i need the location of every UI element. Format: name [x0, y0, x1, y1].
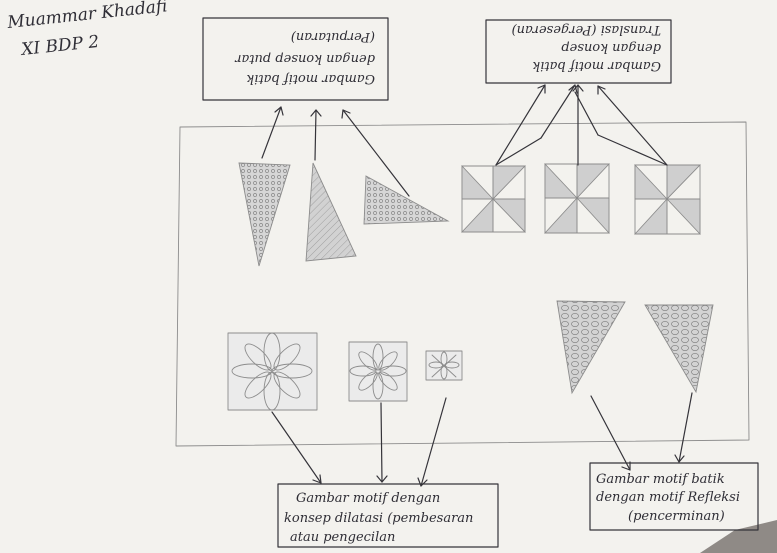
reflection-arrows — [590, 392, 693, 471]
rotation-triangle-3 — [363, 175, 450, 225]
dilation-caption-line-2: konsep dilatasi (pembesaran — [284, 511, 473, 526]
dilation-square-large — [227, 332, 318, 411]
rotation-arrows — [261, 106, 410, 197]
translation-caption-line-2: dengan konsep — [561, 40, 661, 55]
rotation-caption-line-2: dengan konsep putar — [234, 51, 375, 66]
translation-arrows — [495, 84, 668, 166]
rotation-caption-line-1: Gambar motif batik — [246, 71, 375, 86]
dilation-caption-box: Gambar motif dengan konsep dilatasi (pem… — [277, 483, 499, 548]
dilation-caption-line-3: atau pengecilan — [290, 530, 395, 545]
translation-caption-line-3: Translasi (Pergeseran) — [512, 22, 661, 37]
rotation-triangle-2 — [305, 162, 357, 262]
translation-caption-line-1: Gambar motif batik — [532, 58, 661, 73]
reflection-triangle-left — [556, 300, 626, 395]
rotation-caption-box: Gambar motif batik dengan konsep putar (… — [202, 17, 389, 101]
dilation-square-medium — [348, 341, 408, 402]
reflection-caption-line-3: (pencerminan) — [628, 509, 725, 524]
dilation-arrows — [271, 397, 447, 487]
reflection-triangle-right — [644, 304, 714, 394]
dilation-square-small — [425, 350, 463, 381]
translation-square-3 — [633, 163, 702, 236]
translation-square-2 — [543, 162, 611, 235]
reflection-caption-line-1: Gambar motif batik — [596, 472, 725, 487]
drawing-frame — [175, 121, 750, 447]
translation-caption-box: Gambar motif batik dengan konsep Transla… — [485, 19, 672, 84]
rotation-triangle-1 — [238, 162, 291, 267]
dilation-caption-line-1: Gambar motif dengan — [296, 491, 440, 506]
reflection-caption-box: Gambar motif batik dengan motif Refleksi… — [589, 462, 759, 531]
reflection-caption-line-2: dengan motif Refleksi — [596, 490, 740, 505]
translation-square-1 — [460, 164, 527, 234]
rotation-caption-line-3: (Perputaran) — [291, 29, 375, 44]
